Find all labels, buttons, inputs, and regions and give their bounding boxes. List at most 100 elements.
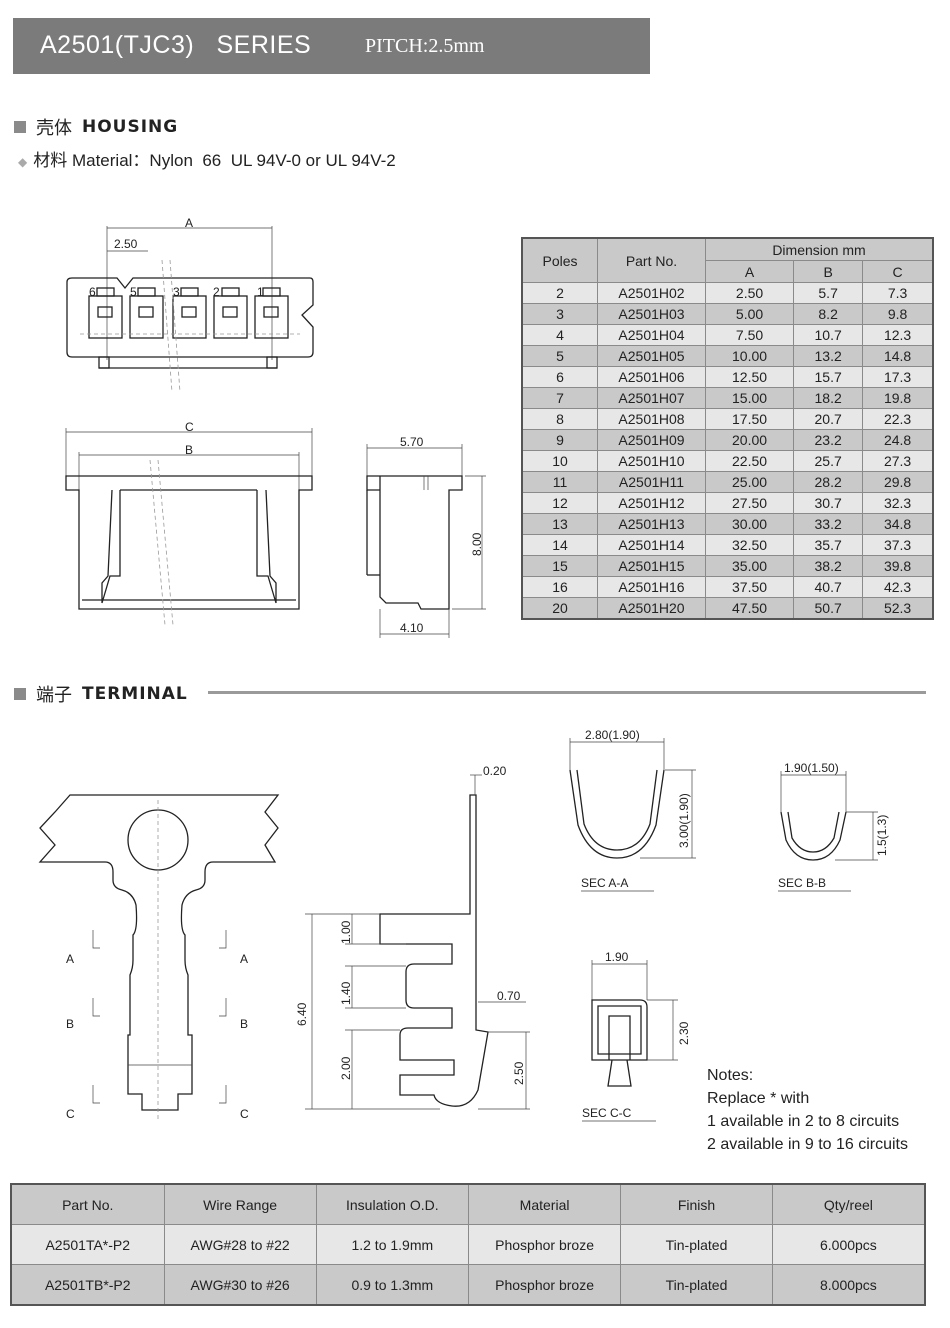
sec-cc-width-label: 1.90 — [605, 950, 629, 964]
cell-a: 15.00 — [704, 387, 795, 409]
series-title: A2501(TJC3) SERIES — [40, 31, 312, 59]
cell-part-no: A2501H07 — [597, 387, 706, 409]
sec-aa-height-label: 3.00(1.90) — [677, 793, 691, 848]
cell-a: 32.50 — [704, 534, 795, 556]
cell-c: 24.8 — [862, 429, 934, 451]
cell-part-no: A2501H14 — [597, 534, 706, 556]
sec-a-marker: A — [240, 952, 248, 966]
cell-c: 37.3 — [862, 534, 934, 556]
table-cell: 0.9 to 1.3mm — [315, 1264, 469, 1306]
cell-part-no: A2501H06 — [597, 366, 706, 388]
cell-b: 15.7 — [793, 366, 864, 388]
cell-b: 33.2 — [793, 513, 864, 535]
cell-a: 12.50 — [704, 366, 795, 388]
cell-a: 25.00 — [704, 471, 795, 493]
sec-c-marker: C — [240, 1107, 249, 1121]
cell-a: 22.50 — [704, 450, 795, 472]
table-cell: Tin-plated — [620, 1224, 773, 1265]
cell-c: 27.3 — [862, 450, 934, 472]
col-c: C — [862, 260, 934, 283]
technical-drawings: A 2.50 6 5 3 2 1 C B 5.70 — [38, 216, 889, 1122]
table-cell: AWG#28 to #22 — [163, 1224, 317, 1265]
cell-a: 2.50 — [704, 282, 795, 304]
cell-c: 19.8 — [862, 387, 934, 409]
cell-b: 35.7 — [793, 534, 864, 556]
col-dimension: Dimension mm — [705, 237, 934, 261]
cell-c: 39.8 — [862, 555, 934, 577]
cell-a: 30.00 — [704, 513, 795, 535]
dim-020-label: 0.20 — [483, 764, 507, 778]
table-cell: Phosphor broze — [467, 1264, 622, 1306]
cell-b: 5.7 — [793, 282, 864, 304]
square-bullet-icon — [14, 121, 26, 133]
cell-c: 7.3 — [862, 282, 934, 304]
dim-200-label: 2.00 — [339, 1056, 353, 1080]
sec-aa-title: SEC A-A — [581, 876, 628, 890]
column-header: Insulation O.D. — [315, 1183, 469, 1225]
series-title-bar: A2501(TJC3) SERIES PITCH:2.5mm — [13, 18, 650, 74]
table-cell: A2501TB*-P2 — [10, 1264, 165, 1306]
column-header: Part No. — [10, 1183, 165, 1225]
sec-bb-title: SEC B-B — [778, 876, 826, 890]
cell-b: 18.2 — [793, 387, 864, 409]
cell-poles: 11 — [521, 471, 598, 493]
cell-part-no: A2501H03 — [597, 303, 706, 325]
material-cn: 材料 — [33, 151, 68, 170]
table-cell: 8.000pcs — [771, 1264, 926, 1306]
column-header: Finish — [620, 1183, 773, 1225]
cell-part-no: A2501H15 — [597, 555, 706, 577]
terminal-flat-view: A A B B C C — [38, 794, 280, 1121]
col-part-no: Part No. — [597, 237, 706, 283]
cell-poles: 4 — [521, 324, 598, 346]
cell-c: 14.8 — [862, 345, 934, 367]
cell-poles: 9 — [521, 429, 598, 451]
housing-heading-cn: 壳体 — [36, 118, 72, 138]
terminal-side-view: 0.20 6.40 1.00 1.40 2.00 0.70 2.50 — [295, 764, 530, 1110]
notes: Notes: Replace * with 1 available in 2 t… — [707, 1064, 908, 1156]
cell-a: 17.50 — [704, 408, 795, 430]
terminal-heading-cn: 端子 — [36, 685, 72, 705]
cell-c: 17.3 — [862, 366, 934, 388]
cell-c: 34.8 — [862, 513, 934, 535]
cell-c: 12.3 — [862, 324, 934, 346]
cell-b: 25.7 — [793, 450, 864, 472]
cell-a: 20.00 — [704, 429, 795, 451]
cell-poles: 8 — [521, 408, 598, 430]
sec-cc-height-label: 2.30 — [677, 1021, 691, 1045]
column-header: Wire Range — [163, 1183, 317, 1225]
pin-number: 1 — [257, 285, 264, 299]
table-cell: A2501TA*-P2 — [10, 1224, 165, 1265]
cell-a: 35.00 — [704, 555, 795, 577]
col-poles: Poles — [521, 237, 598, 283]
cell-part-no: A2501H13 — [597, 513, 706, 535]
cell-b: 30.7 — [793, 492, 864, 514]
dim-a-label: A — [185, 216, 193, 230]
dim-width-label: 5.70 — [400, 435, 424, 449]
cell-a: 27.50 — [704, 492, 795, 514]
col-a: A — [704, 260, 795, 283]
dim-b-label: B — [185, 443, 193, 457]
square-bullet-icon — [14, 688, 26, 700]
cell-c: 42.3 — [862, 576, 934, 598]
cell-b: 38.2 — [793, 555, 864, 577]
terminal-heading: 端子 TERMINAL — [14, 681, 188, 707]
cell-c: 9.8 — [862, 303, 934, 325]
cell-b: 23.2 — [793, 429, 864, 451]
sec-b-marker: B — [66, 1017, 74, 1031]
housing-front-view: C B — [65, 420, 313, 626]
sec-a-marker: A — [66, 952, 74, 966]
cell-poles: 13 — [521, 513, 598, 535]
cell-part-no: A2501H08 — [597, 408, 706, 430]
